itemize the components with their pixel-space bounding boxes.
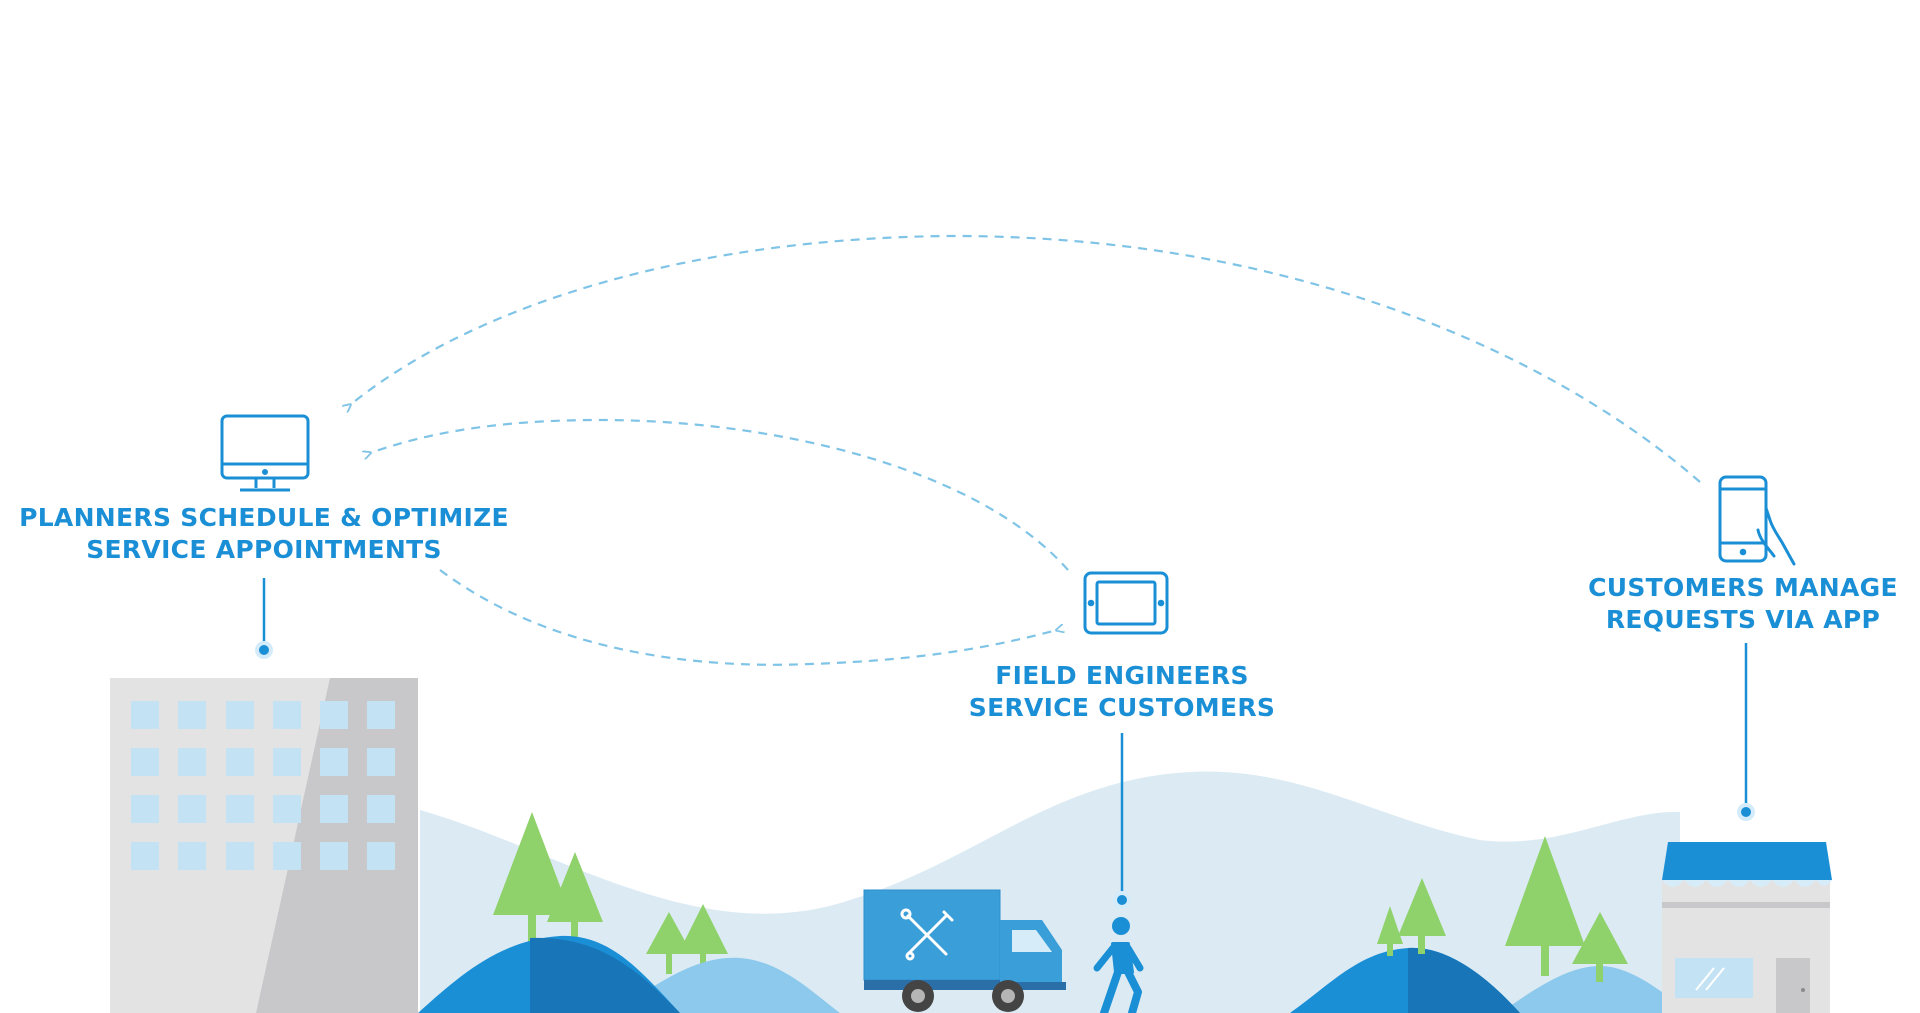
- engineers-label-line1: FIELD ENGINEERS: [995, 661, 1249, 690]
- tablet-icon: [1083, 571, 1169, 635]
- storefront-shop: [1662, 842, 1832, 1013]
- planners-label-line1: PLANNERS SCHEDULE & OPTIMIZE: [19, 503, 509, 532]
- engineers-dot: [1113, 891, 1131, 909]
- customers-label-line1: CUSTOMERS MANAGE: [1588, 573, 1898, 602]
- arrow-customers-to-planners: [350, 234, 1701, 483]
- right-hills: [1290, 947, 1690, 1013]
- truck-wheels: [902, 980, 1024, 1012]
- wrench-screwdriver-icon: [900, 908, 954, 961]
- planners-label: PLANNERS SCHEDULE & OPTIMIZE SERVICE APP…: [0, 502, 528, 566]
- right-trees: [1377, 836, 1628, 982]
- office-building: [110, 678, 418, 1013]
- service-truck: [863, 889, 1066, 1012]
- arrow-engineers-to-planners: [370, 418, 1069, 571]
- arrow-planners-to-engineers: [439, 569, 1057, 666]
- building-windows: [131, 701, 395, 870]
- left-trees: [493, 812, 728, 974]
- engineers-label-line2: SERVICE CUSTOMERS: [968, 693, 1276, 722]
- customers-dot: [1737, 803, 1755, 821]
- customers-label: CUSTOMERS MANAGE REQUESTS VIA APP: [1566, 572, 1920, 636]
- planners-dot: [255, 641, 273, 659]
- flow-arrows: [350, 234, 1701, 666]
- walking-engineer: [1093, 917, 1144, 1013]
- smartphone-hand-icon: [1718, 475, 1796, 566]
- desktop-monitor-icon: [220, 414, 310, 492]
- planners-label-line2: SERVICE APPOINTMENTS: [86, 535, 442, 564]
- connector-dots: [255, 641, 1755, 909]
- engineers-label: FIELD ENGINEERS SERVICE CUSTOMERS: [922, 660, 1322, 724]
- left-hills: [418, 935, 840, 1013]
- background-hills: [420, 771, 1680, 1013]
- customers-label-line2: REQUESTS VIA APP: [1605, 605, 1881, 634]
- connector-stems: [262, 578, 1748, 892]
